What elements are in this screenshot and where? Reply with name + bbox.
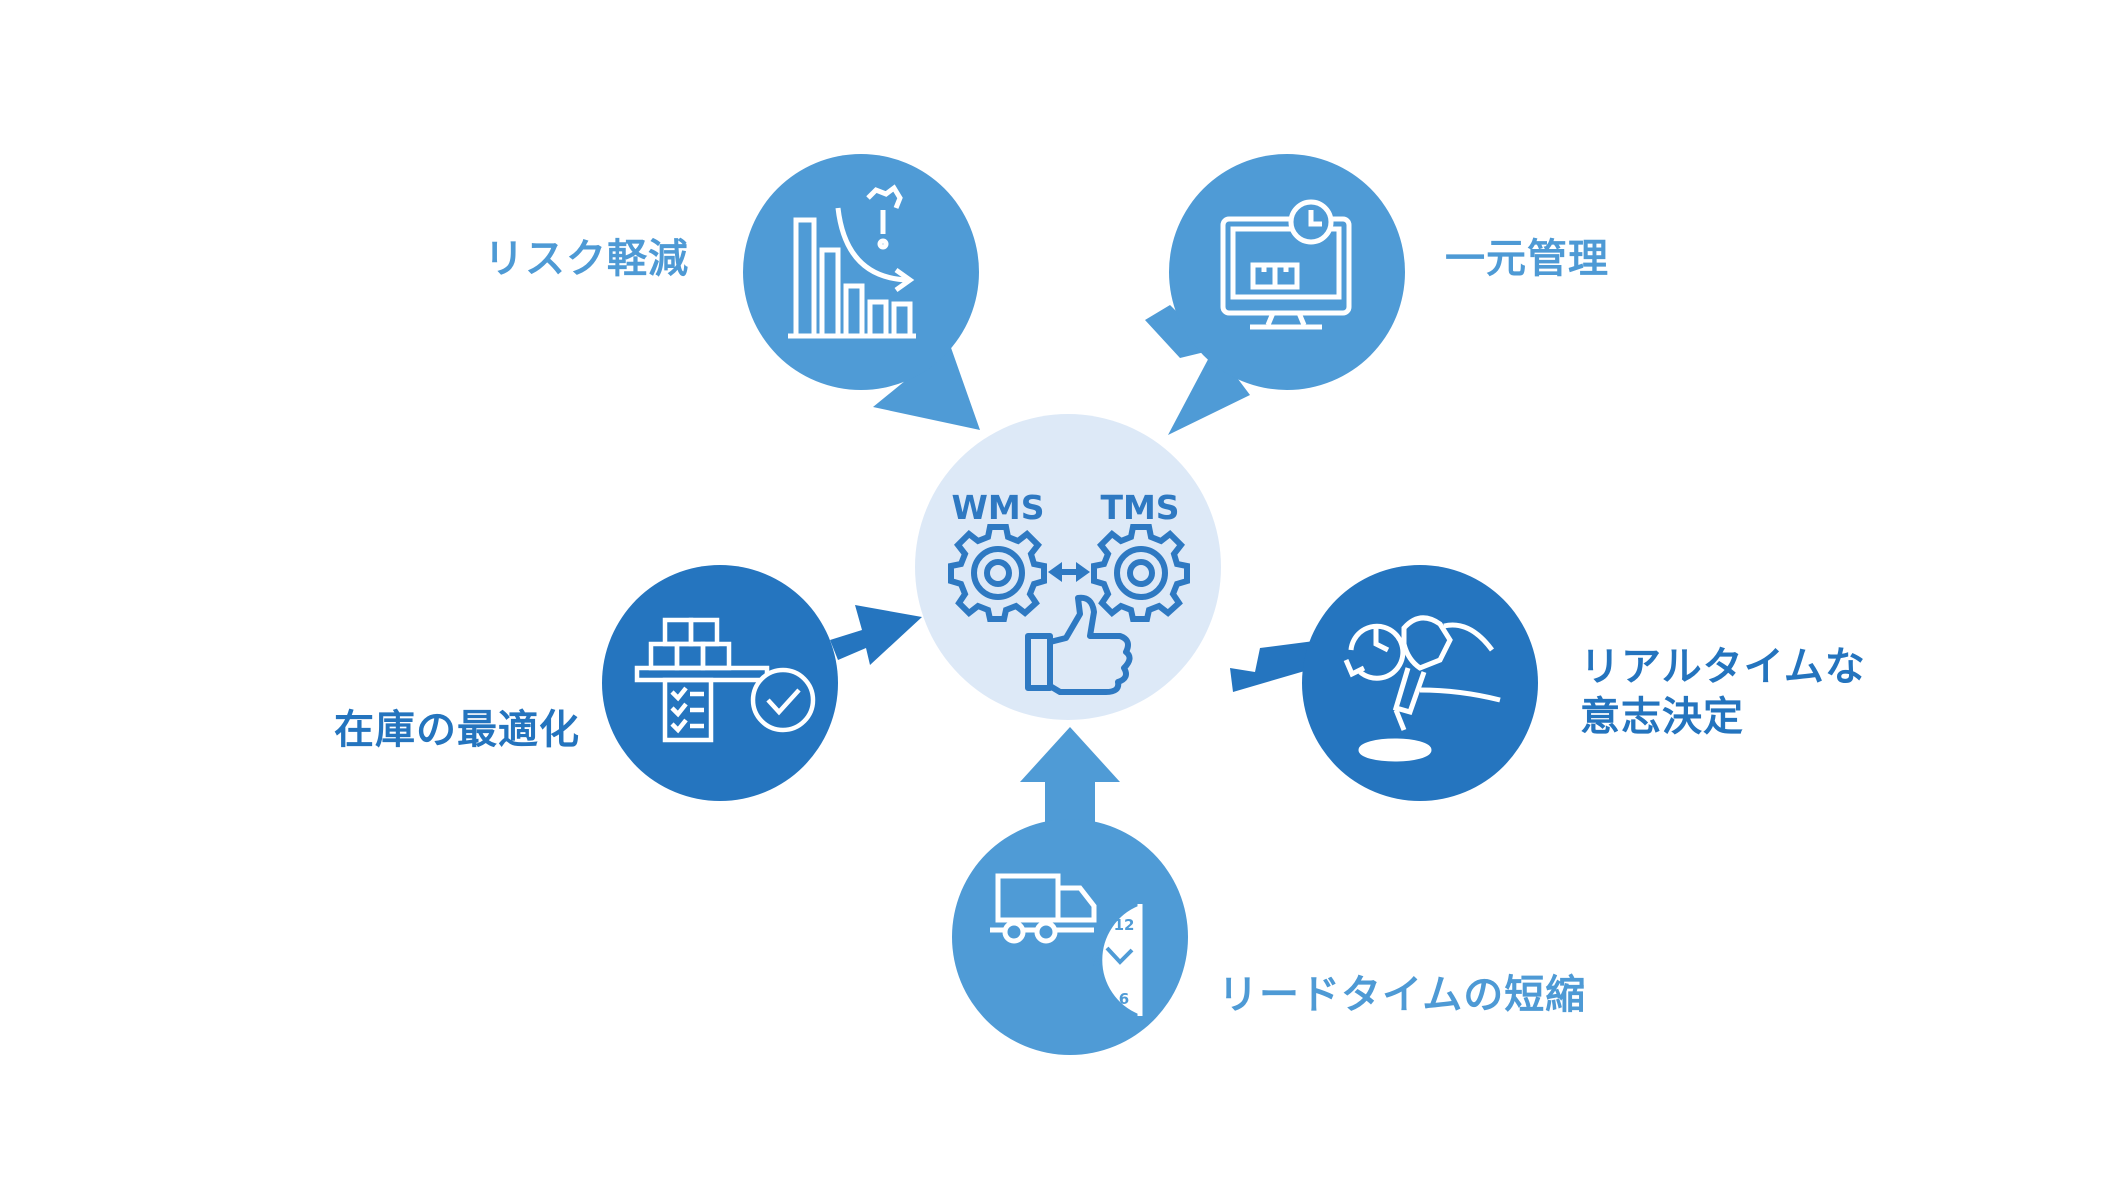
- arrow-central-to-center: [1145, 305, 1250, 435]
- node-central: [1169, 154, 1405, 390]
- label-decision: リアルタイムな 意志決定: [1580, 642, 1866, 742]
- inventory-circle: [602, 565, 838, 801]
- clock-number-12: 12: [1114, 916, 1135, 934]
- node-risk: [743, 154, 979, 390]
- arrow-decision-to-center: [1230, 640, 1322, 692]
- boxes-checklist-icon: [634, 617, 816, 743]
- arrow-leadtime-to-center: [1020, 727, 1120, 825]
- label-risk: リスク軽減: [484, 234, 689, 284]
- gear-icon: [948, 524, 1047, 622]
- label-central: 一元管理: [1445, 234, 1609, 284]
- clock-stamp-icon: [1343, 615, 1501, 762]
- node-leadtime: 12 9 6: [952, 819, 1188, 1055]
- node-inventory: [602, 565, 838, 801]
- label-decision-line-2: 意志決定: [1580, 694, 1744, 740]
- label-leadtime: リードタイムの短縮: [1218, 970, 1586, 1020]
- clock-hands: [1105, 946, 1134, 965]
- label-decision-line-1: リアルタイムな: [1580, 644, 1866, 690]
- leadtime-circle: [952, 819, 1188, 1055]
- center-node: WMS TMS: [915, 414, 1221, 720]
- double-arrow-icon: [1048, 562, 1090, 582]
- label-central-line: 一元管理: [1445, 236, 1609, 282]
- label-risk-line: リスク軽減: [484, 236, 689, 282]
- clock-face: 12 9 6: [1092, 916, 1135, 1008]
- monitor-clock-icon: [1220, 199, 1352, 330]
- label-leadtime-line: リードタイムの短縮: [1218, 972, 1587, 1018]
- center-circle: [915, 414, 1221, 720]
- gear-icon: [1091, 524, 1190, 622]
- risk-circle: [743, 154, 979, 390]
- arrow-inventory-to-center: [830, 605, 922, 665]
- thumbs-up-icon: [1025, 594, 1133, 695]
- wms-label: WMS: [951, 488, 1044, 527]
- clock-number-9: 9: [1092, 952, 1102, 970]
- label-inventory-line: 在庫の最適化: [334, 707, 580, 753]
- node-decision: [1302, 565, 1538, 801]
- clock-number-6: 6: [1119, 990, 1129, 1008]
- declining-bar-chart-alert-icon: [788, 184, 916, 339]
- label-inventory: 在庫の最適化: [334, 705, 580, 755]
- tms-label: TMS: [1100, 488, 1179, 527]
